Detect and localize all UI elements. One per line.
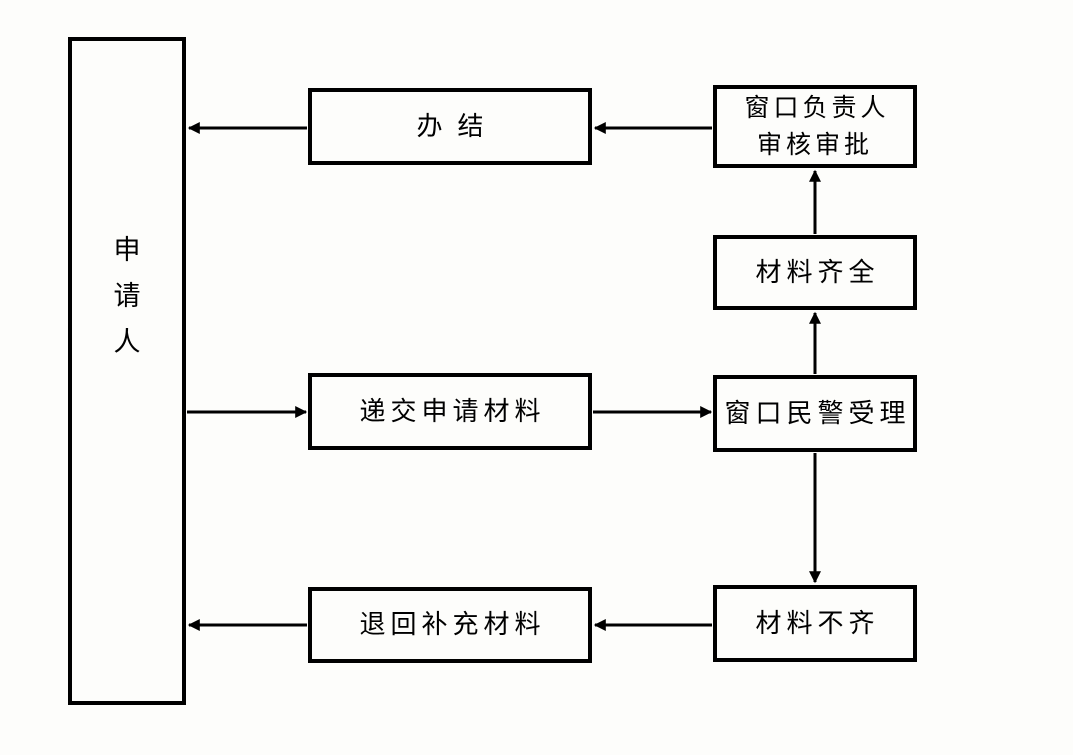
node-materials-incomplete: 材料不齐 [713, 585, 917, 662]
node-window-police-accept: 窗口民警受理 [713, 375, 917, 452]
node-complete-label: 办结 [416, 111, 499, 141]
node-materials-complete-label: 材料齐全 [755, 257, 880, 287]
node-applicant: 申请人 [68, 37, 186, 705]
node-return-supplement: 退回补充材料 [308, 587, 592, 663]
node-return-supplement-label: 退回补充材料 [359, 610, 546, 639]
node-applicant-label: 申请人 [113, 235, 141, 357]
node-materials-complete: 材料齐全 [713, 235, 917, 310]
node-submit-materials-label: 递交申请材料 [359, 396, 546, 426]
node-window-police-accept-label: 窗口民警受理 [724, 398, 911, 428]
node-supervisor-review-label: 窗口负责人 审核审批 [744, 94, 890, 159]
node-complete: 办结 [308, 88, 592, 165]
node-submit-materials: 递交申请材料 [308, 373, 592, 450]
node-materials-incomplete-label: 材料不齐 [755, 608, 880, 638]
node-supervisor-review: 窗口负责人 审核审批 [713, 85, 917, 168]
